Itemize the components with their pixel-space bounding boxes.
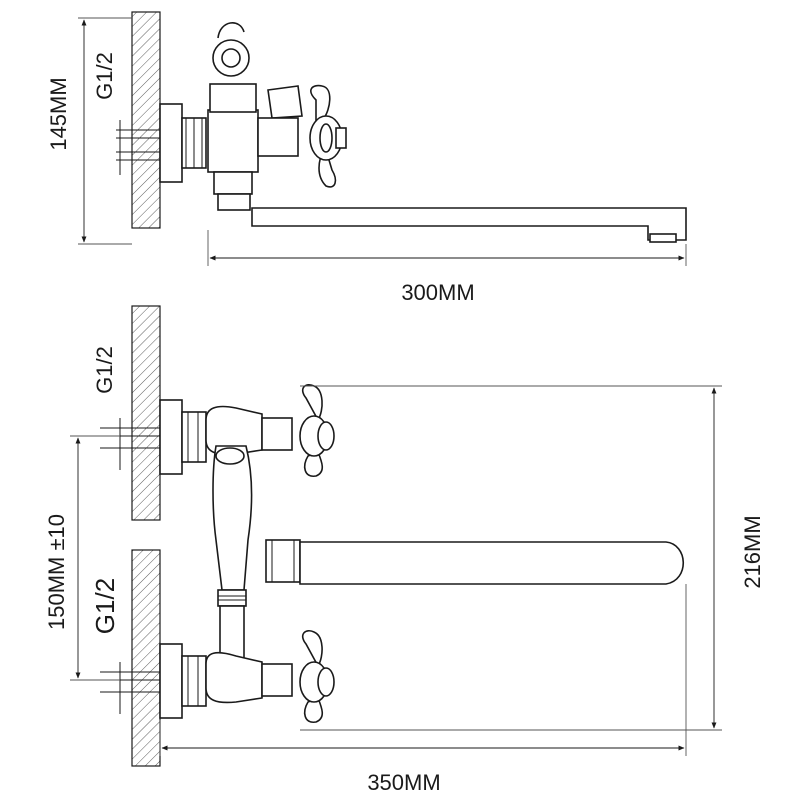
front-width-label: 350MM xyxy=(367,770,440,795)
front-height-label: 216MM xyxy=(740,515,765,588)
front-upper-thread-label: G1/2 xyxy=(92,346,117,394)
front-dimensions xyxy=(70,385,722,756)
top-diverter-lever xyxy=(267,85,303,119)
top-spout-length-label: 300MM xyxy=(401,280,474,305)
front-upper-fitting xyxy=(159,399,183,475)
top-wall-fitting xyxy=(159,103,183,183)
top-view xyxy=(116,11,687,243)
top-height-label: 145MM xyxy=(46,77,71,150)
front-upper-cross-handle xyxy=(299,383,335,477)
front-central-body xyxy=(212,445,253,591)
front-lower-valve-body xyxy=(205,651,263,704)
top-thread-lines xyxy=(116,120,160,175)
front-spout xyxy=(299,541,685,585)
front-lower-wall-section xyxy=(131,549,161,767)
front-lower-cross-handle xyxy=(299,629,335,723)
front-upper-wall-section xyxy=(131,305,161,521)
top-cross-handle xyxy=(309,84,347,188)
top-wall-section xyxy=(131,11,161,229)
front-center-distance-label: 150MM ±10 xyxy=(44,514,69,630)
front-view xyxy=(100,305,685,767)
front-lower-thread-label: G1/2 xyxy=(90,578,120,634)
top-dimensions xyxy=(78,17,687,266)
top-thread-label: G1/2 xyxy=(92,52,117,100)
top-spout xyxy=(251,207,687,241)
front-lower-fitting xyxy=(159,643,183,719)
top-mixer-body xyxy=(207,109,259,173)
front-swivel-nut xyxy=(265,539,301,583)
